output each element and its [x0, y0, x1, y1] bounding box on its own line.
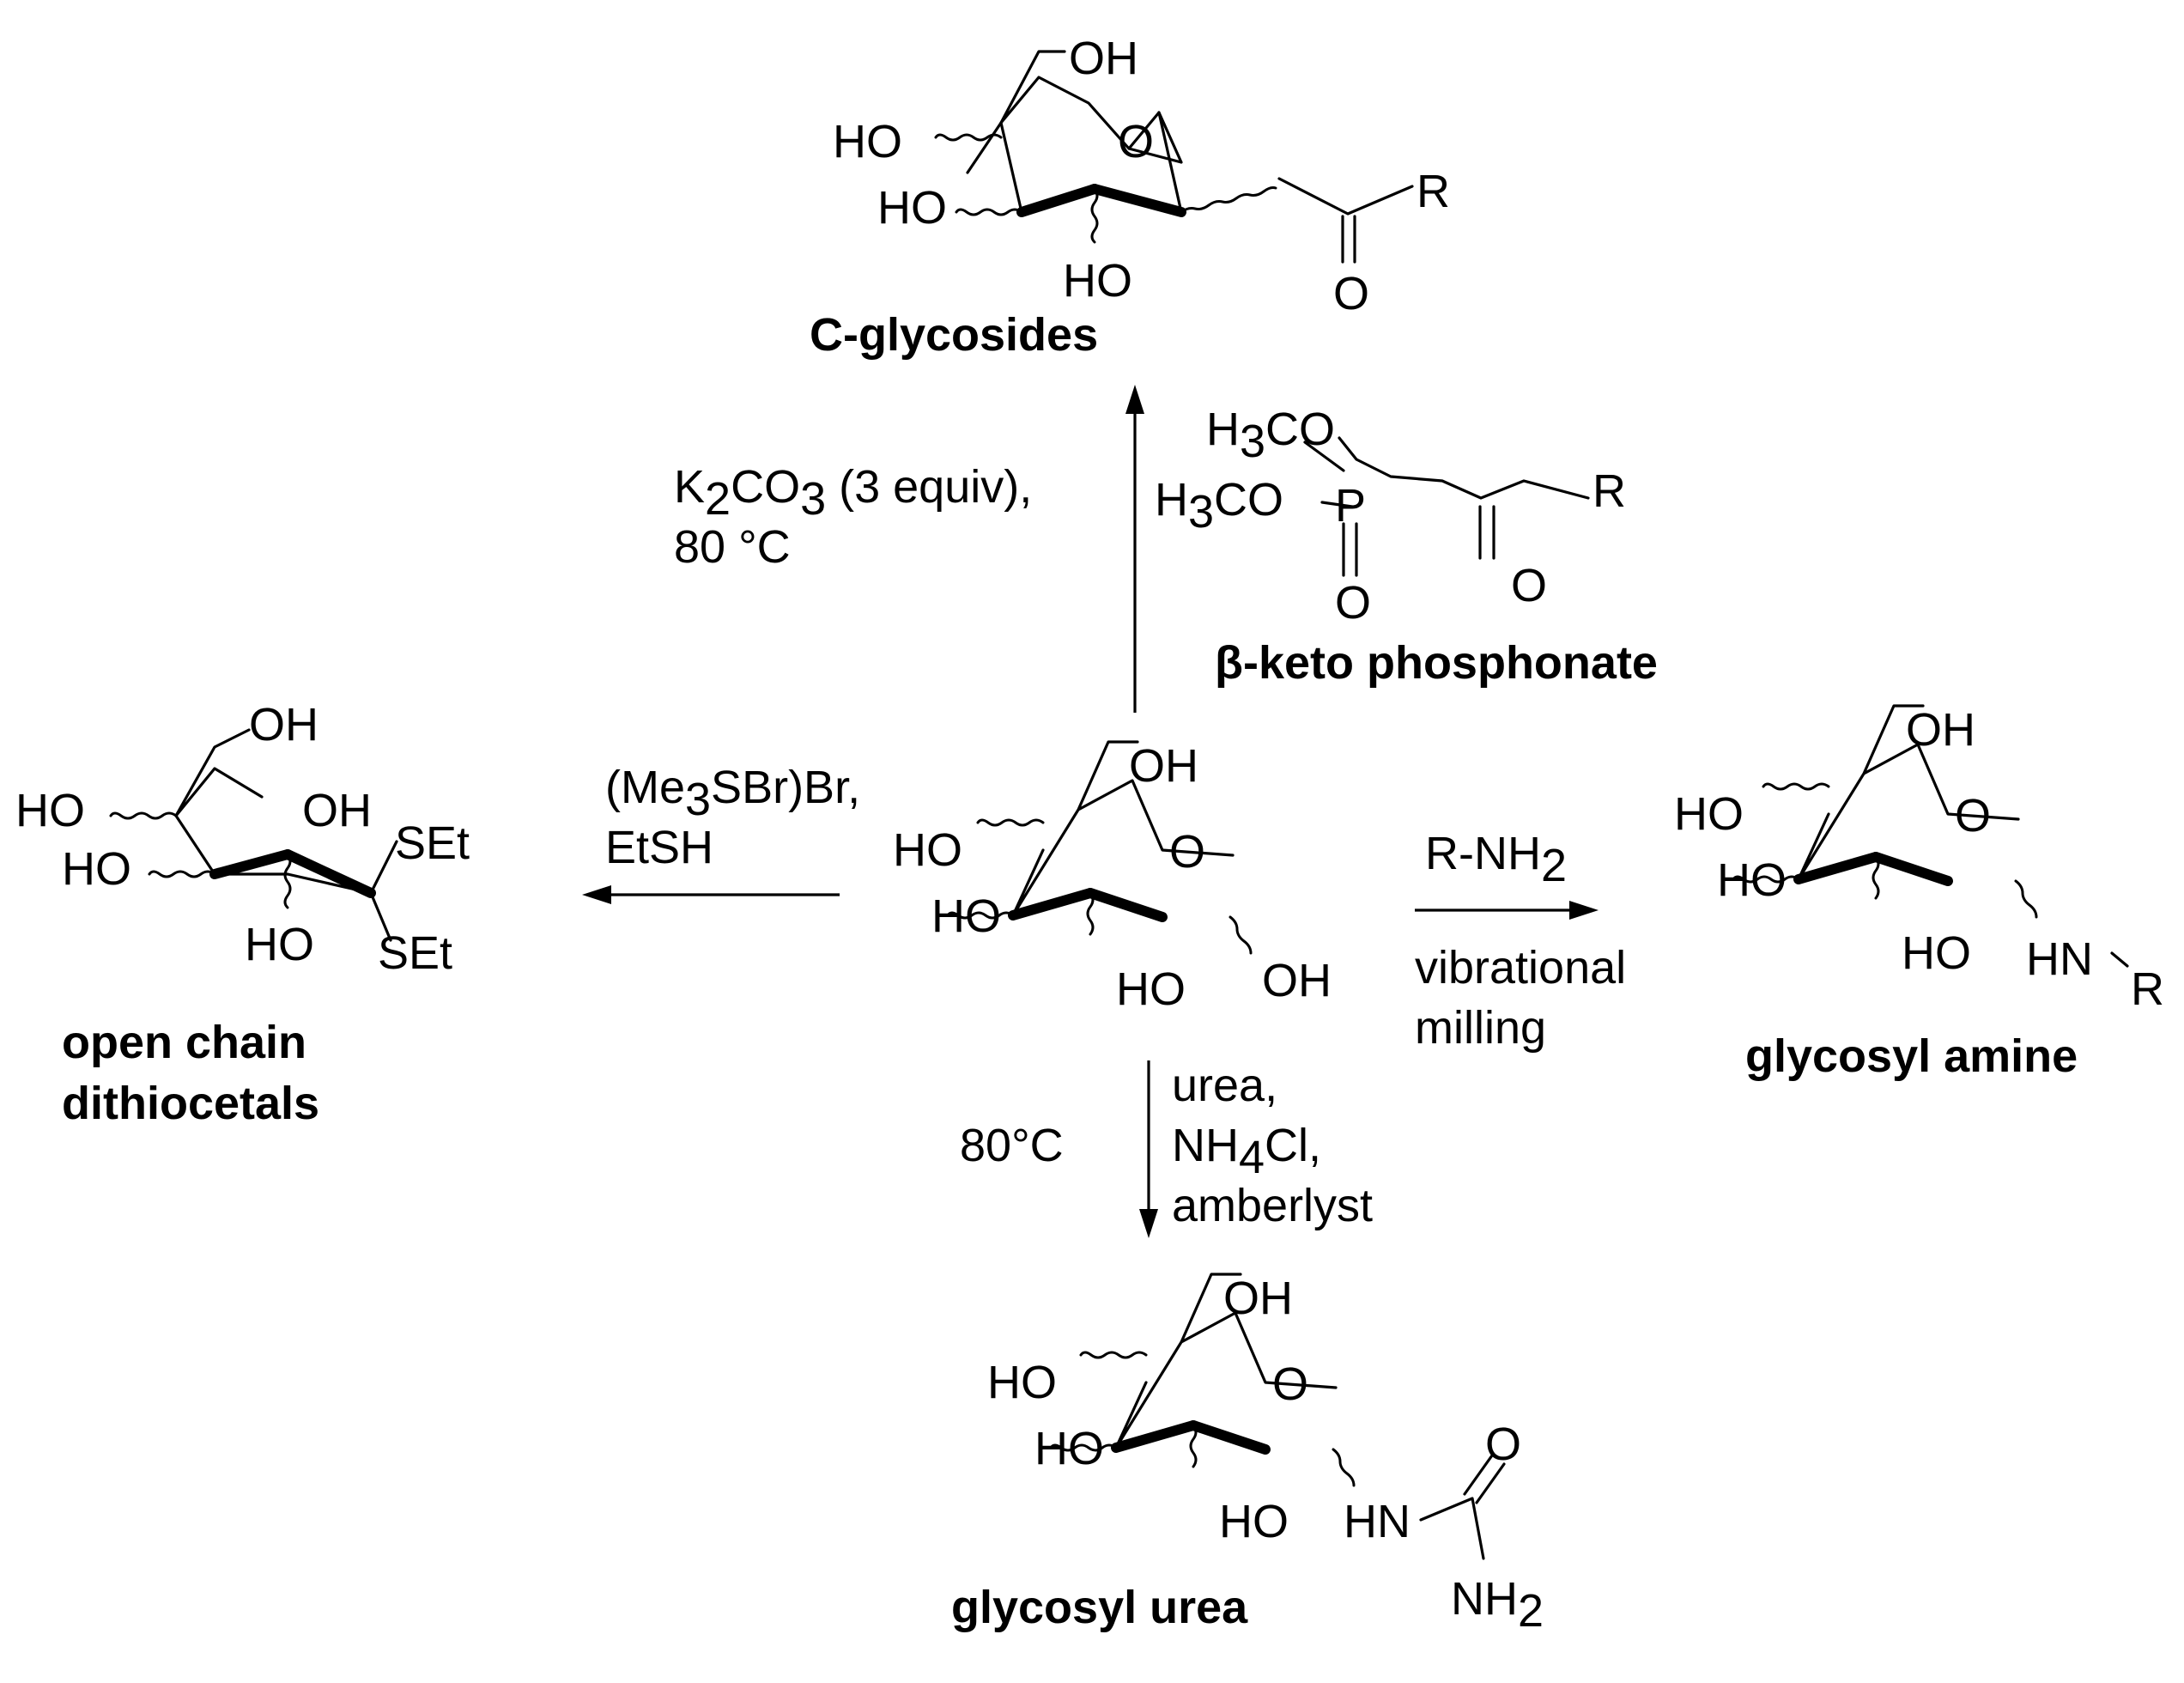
- ga-oh-top: OH: [1906, 704, 1975, 756]
- glycosyl-amine-structure: OH HO O HO HO HN R glycosyl amine: [1674, 704, 2164, 1082]
- ph-p-o: O: [1335, 577, 1371, 629]
- gu-ho-3: HO: [1219, 1496, 1289, 1547]
- dithiocetal-structure: OH HO OH HO SEt HO SEt open chain dithio…: [15, 699, 470, 1129]
- cond-up-line2: 80 °C: [674, 521, 791, 573]
- glycosyl-urea-structure: OH HO O HO HO HN O NH2 glycosyl urea: [951, 1273, 1544, 1637]
- gu-nh2: NH2: [1451, 1573, 1544, 1637]
- ph-h3co-1: H3CO: [1206, 404, 1335, 467]
- ga-r: R: [2131, 963, 2164, 1015]
- conditions-up: K2CO3 (3 equiv), 80 °C: [674, 461, 1032, 573]
- gl-ring-o: O: [1169, 826, 1205, 878]
- ph-name: β-keto phosphonate: [1215, 637, 1658, 689]
- dt-oh-top: OH: [249, 699, 318, 750]
- conditions-right: R-NH2 vibrational milling: [1415, 828, 1626, 1054]
- conditions-left: (Me3SBr)Br, EtSH: [605, 762, 860, 873]
- ga-ring-o: O: [1955, 790, 1991, 842]
- gl-oh-anomeric: OH: [1262, 955, 1332, 1006]
- ph-p: P: [1335, 480, 1366, 532]
- gu-ho-1: HO: [987, 1357, 1057, 1408]
- phosphonate-structure: H3CO H3CO P O R O β-keto phosphonate: [1155, 404, 1658, 689]
- dt-ho-3: HO: [245, 919, 314, 970]
- cond-right-below1: vibrational: [1415, 942, 1626, 993]
- cond-down-r3: amberlyst: [1172, 1180, 1373, 1231]
- arrow-up: [1125, 385, 1144, 713]
- cg-name: C-glycosides: [810, 309, 1098, 361]
- gl-oh-top: OH: [1129, 740, 1198, 792]
- gu-ho-2: HO: [1034, 1423, 1104, 1474]
- cg-ho-3: HO: [1063, 255, 1132, 307]
- ga-ho-1: HO: [1674, 788, 1744, 840]
- dt-name-line1: open chain: [62, 1017, 306, 1068]
- cond-down-r2: NH4Cl,: [1172, 1120, 1321, 1183]
- conditions-down: 80°C urea, NH4Cl, amberlyst: [960, 1060, 1373, 1231]
- cond-left-line2: EtSH: [605, 822, 713, 873]
- ph-carbonyl-o: O: [1511, 560, 1547, 611]
- gl-ho-1: HO: [893, 824, 962, 876]
- gl-ho-2: HO: [931, 890, 1001, 942]
- cond-up-line1: K2CO3 (3 equiv),: [674, 461, 1032, 525]
- dt-ho-1: HO: [15, 785, 85, 836]
- gu-hn: HN: [1344, 1496, 1410, 1547]
- dt-oh-mid: OH: [302, 785, 372, 836]
- gu-oh-top: OH: [1223, 1273, 1293, 1324]
- ga-ho-3: HO: [1902, 927, 1971, 979]
- cg-oh-top: OH: [1069, 33, 1138, 84]
- cg-ho-1: HO: [833, 116, 902, 167]
- cond-left-line1: (Me3SBr)Br,: [605, 762, 860, 825]
- dt-set-2: SEt: [378, 927, 452, 979]
- arrow-down: [1139, 1060, 1158, 1238]
- gl-ho-3: HO: [1116, 963, 1186, 1015]
- dt-name-line2: dithiocetals: [62, 1078, 319, 1129]
- ga-name: glycosyl amine: [1745, 1030, 2078, 1082]
- cond-right-above: R-NH2: [1425, 828, 1567, 891]
- ga-hn: HN: [2026, 933, 2093, 985]
- c-glycoside-structure: OH HO O HO HO R O C-glycosides: [810, 33, 1450, 361]
- ph-h3co-2: H3CO: [1155, 474, 1283, 538]
- gu-ring-o: O: [1272, 1358, 1308, 1410]
- cg-r: R: [1417, 166, 1450, 217]
- dt-ho-2: HO: [62, 843, 131, 895]
- gu-carbonyl-o: O: [1485, 1419, 1521, 1470]
- gu-name: glycosyl urea: [951, 1582, 1248, 1633]
- ga-ho-2: HO: [1717, 854, 1787, 906]
- glucose-structure: OH HO O HO HO OH: [893, 740, 1332, 1015]
- cg-ring-o: O: [1118, 116, 1154, 167]
- cond-down-r1: urea,: [1172, 1060, 1277, 1111]
- cg-carbonyl-o: O: [1333, 268, 1369, 319]
- arrow-left: [582, 885, 840, 904]
- cond-down-left: 80°C: [960, 1120, 1064, 1171]
- arrow-right: [1415, 901, 1599, 920]
- cg-ho-2: HO: [877, 182, 947, 234]
- cond-right-below2: milling: [1415, 1002, 1546, 1054]
- dt-set-1: SEt: [395, 817, 470, 869]
- ph-r: R: [1592, 465, 1626, 517]
